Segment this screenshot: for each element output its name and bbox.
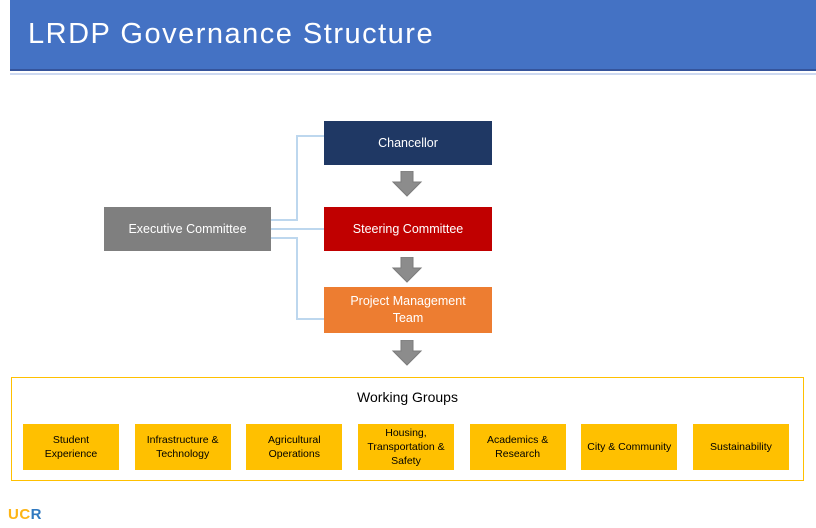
steering-committee-box: Steering Committee <box>324 207 492 251</box>
down-arrow-icon <box>391 171 423 197</box>
working-group-city-community: City & Community <box>581 424 678 470</box>
chancellor-box: Chancellor <box>324 121 492 165</box>
connector-exec-to-chancellor <box>296 135 324 137</box>
project-management-team-box: Project Management Team <box>324 287 492 333</box>
page-title: LRDP Governance Structure <box>28 18 435 50</box>
connector-exec-to-pmt <box>296 237 298 320</box>
ucr-logo-r: R <box>30 506 43 523</box>
ucr-logo-uc: UC <box>8 506 31 523</box>
connector-exec-to-chancellor <box>271 219 298 221</box>
ucr-logo: UCR <box>8 506 42 523</box>
down-arrow-icon <box>391 257 423 283</box>
working-group-infrastructure-technology: Infrastructure & Technology <box>134 424 231 470</box>
header-banner: LRDP Governance Structure <box>10 0 816 71</box>
header-underline <box>10 73 816 75</box>
connector-exec-to-pmt <box>296 318 324 320</box>
working-group-housing-transportation-safety: Housing, Transportation & Safety <box>357 424 454 470</box>
working-groups-title: Working Groups <box>357 389 458 405</box>
connector-exec-to-steering <box>271 228 324 230</box>
working-group-student-experience: Student Experience <box>23 424 119 470</box>
connector-exec-to-chancellor <box>296 135 298 221</box>
working-group-agricultural-operations: Agricultural Operations <box>246 424 343 470</box>
working-groups-row: Student Experience Infrastructure & Tech… <box>23 424 789 470</box>
connector-exec-to-pmt <box>271 237 298 239</box>
down-arrow-icon <box>391 340 423 366</box>
working-group-academics-research: Academics & Research <box>469 424 566 470</box>
working-group-sustainability: Sustainability <box>692 424 789 470</box>
working-groups-panel: Working Groups Student Experience Infras… <box>11 377 804 481</box>
executive-committee-box: Executive Committee <box>104 207 271 251</box>
